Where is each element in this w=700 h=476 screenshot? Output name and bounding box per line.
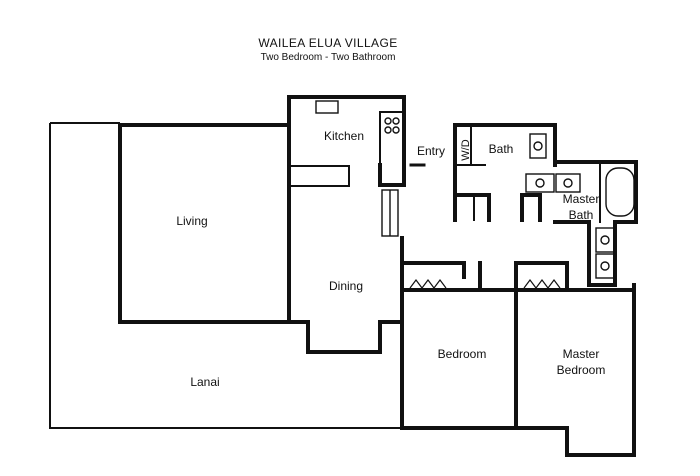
room-label-kitchen: Kitchen bbox=[324, 129, 364, 143]
room-label-entry: Entry bbox=[417, 144, 445, 158]
vanity-icon bbox=[555, 173, 581, 193]
room-label-dining: Dining bbox=[329, 279, 363, 293]
room-label-wd: W/D bbox=[460, 139, 472, 160]
bath-fixtures bbox=[525, 133, 635, 279]
plan-subtitle: Two Bedroom - Two Bathroom bbox=[260, 52, 396, 63]
kitchen-appliances bbox=[315, 100, 400, 237]
lanai-outline bbox=[49, 122, 402, 429]
room-label-master-bath: Bath bbox=[569, 208, 594, 222]
room-label-bedroom: Bedroom bbox=[438, 347, 487, 361]
room-label-master-bath: Master bbox=[563, 192, 600, 206]
room-label-living: Living bbox=[176, 214, 207, 228]
closet-doors bbox=[409, 279, 561, 289]
sink-icon bbox=[315, 100, 339, 114]
walls bbox=[118, 95, 638, 457]
tub-icon bbox=[605, 167, 635, 217]
toilet-icon bbox=[595, 253, 615, 279]
plan-title-block: WAILEA ELUA VILLAGE Two Bedroom - Two Ba… bbox=[0, 36, 656, 63]
burner-icon bbox=[384, 117, 392, 125]
vanity-icon bbox=[525, 173, 555, 193]
plan-title: WAILEA ELUA VILLAGE bbox=[258, 36, 398, 50]
room-label-lanai: Lanai bbox=[190, 375, 219, 389]
room-label-master-bedroom: Master bbox=[563, 347, 600, 361]
room-label-master-bedroom: Bedroom bbox=[557, 363, 606, 377]
sink-icon bbox=[595, 227, 615, 253]
room-label-bath: Bath bbox=[489, 142, 514, 156]
toilet-icon bbox=[529, 133, 547, 159]
